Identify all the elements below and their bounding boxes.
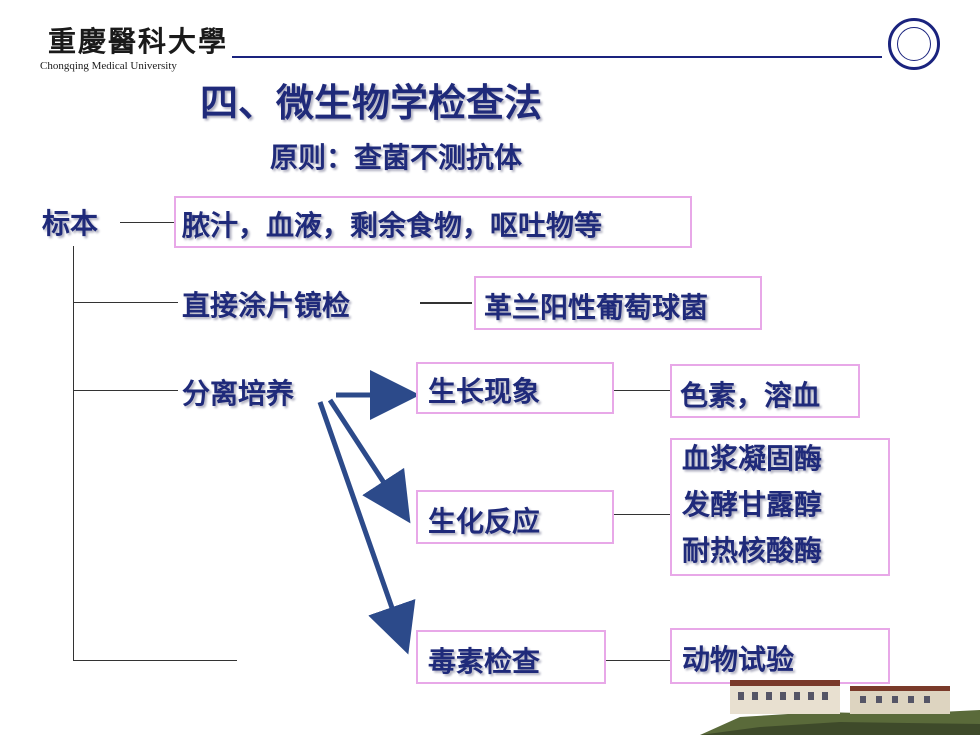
slide-title: 四、微生物学检查法 [200, 81, 543, 125]
box-biochem: 生化反应 [416, 490, 614, 544]
node-animal: 动物试验 [682, 643, 795, 676]
university-seal-icon [888, 18, 940, 70]
node-specimen-types: 脓汁，血液，剩余食物，呕吐物等 [182, 209, 603, 242]
campus-building-image [700, 680, 980, 735]
connector-gram [420, 302, 472, 304]
node-pigment: 色素，溶血 [680, 379, 821, 412]
connector-toxin-animal [606, 660, 670, 661]
box-enzymes: 血浆凝固酶 发酵甘露醇 耐热核酸酶 [670, 438, 890, 576]
node-enzyme-coagulase: 血浆凝固酶 [682, 442, 823, 475]
node-toxin: 毒素检查 [428, 645, 541, 678]
connector-growth-pigment [614, 390, 670, 391]
node-enzyme-nuclease: 耐热核酸酶 [682, 534, 823, 567]
arrow-to-toxin [317, 401, 416, 655]
node-specimen: 标本 [42, 207, 99, 240]
box-toxin: 毒素检查 [416, 630, 606, 684]
node-growth: 生长现象 [428, 375, 541, 408]
seal-inner-ring [897, 27, 931, 61]
slide-subtitle: 原则：查菌不测抗体 [270, 141, 523, 174]
node-isolation: 分离培养 [182, 377, 295, 410]
box-gram-result: 革兰阳性葡萄球菌 [474, 276, 762, 330]
connector-isolation [73, 390, 178, 391]
connector-direct-smear [73, 302, 178, 303]
box-pigment: 色素，溶血 [670, 364, 860, 418]
connector-specimen-types [120, 222, 176, 223]
connector-trunk-vertical [73, 246, 74, 661]
connector-biochem-enzymes [614, 514, 670, 515]
connector-bottom [73, 660, 237, 661]
university-logo-english: Chongqing Medical University [40, 60, 177, 72]
box-animal: 动物试验 [670, 628, 890, 684]
box-growth: 生长现象 [416, 362, 614, 414]
node-biochem: 生化反应 [428, 505, 541, 538]
node-enzyme-mannitol: 发酵甘露醇 [682, 488, 823, 521]
header-divider [232, 56, 882, 58]
node-gram-result: 革兰阳性葡萄球菌 [484, 291, 709, 324]
box-specimen-types: 脓汁，血液，剩余食物，呕吐物等 [174, 196, 692, 248]
university-logo-chinese: 重慶醫科大學 [48, 25, 229, 58]
node-direct-smear: 直接涂片镜检 [182, 289, 351, 322]
arrow-to-biochem [327, 398, 411, 524]
